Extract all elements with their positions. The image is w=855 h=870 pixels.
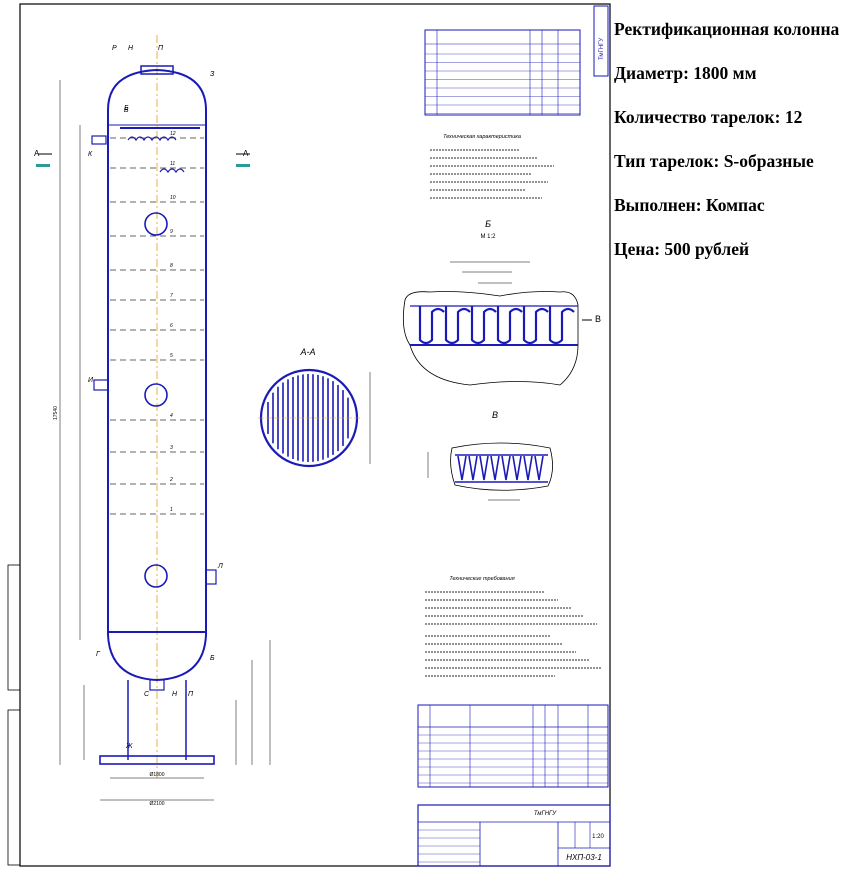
tech-char-title: Техническая характеристика bbox=[443, 134, 521, 140]
nozzle-label: Р bbox=[112, 45, 117, 52]
tray-number: 2 bbox=[169, 477, 173, 483]
dimensions-bottom: Ø2100 Ø1800 bbox=[100, 772, 214, 807]
drawing-sheet: ТмГНГУ Техническая характеристика bbox=[7, 3, 611, 867]
nozzle-label: Н bbox=[172, 691, 178, 698]
tray-number: 1 bbox=[170, 507, 173, 513]
nozzle-label: Б bbox=[124, 105, 129, 112]
dimensions-left: 17540 bbox=[53, 80, 85, 765]
info-trays: Количество тарелок: 12 bbox=[614, 107, 803, 127]
spec-table bbox=[417, 704, 609, 788]
nozzle-label: Ж bbox=[125, 743, 133, 750]
corner-stamp bbox=[593, 5, 609, 77]
svg-text:А-А: А-А bbox=[299, 347, 315, 357]
nozzle-label: П bbox=[158, 45, 164, 52]
section-marker-left: А bbox=[34, 149, 52, 167]
dim-total: 17540 bbox=[53, 406, 59, 420]
nozzle-label: З bbox=[210, 71, 215, 78]
dim-base: Ø2100 bbox=[149, 801, 164, 807]
tray-number: 11 bbox=[170, 161, 175, 167]
tray-number: 7 bbox=[170, 293, 173, 299]
info-panel: Ректификационная колонна Диаметр: 1800 м… bbox=[614, 18, 852, 260]
nozzle-label: П bbox=[188, 691, 194, 698]
nozzle-label: Б bbox=[124, 107, 129, 114]
nozzle-label: С bbox=[144, 691, 150, 698]
detail-b: Б М 1:2 В bbox=[402, 219, 601, 386]
tray-number: 10 bbox=[170, 195, 176, 201]
info-tray-type: Тип тарелок: S-образные bbox=[614, 151, 814, 171]
tech-req-title: Технические требования bbox=[449, 576, 514, 582]
info-made-in: Выполнен: Компас bbox=[614, 195, 765, 215]
tray-number: 9 bbox=[170, 229, 173, 235]
title-block-name: ТмГНГУ bbox=[534, 811, 557, 817]
section-a-a: А-А bbox=[258, 347, 371, 468]
tray-number: 3 bbox=[170, 445, 173, 451]
info-price: Цена: 500 рублей bbox=[614, 239, 750, 259]
nozzle-label: Г bbox=[96, 651, 101, 658]
margin-strip-bottom bbox=[7, 709, 21, 866]
svg-text:В: В bbox=[595, 314, 601, 324]
svg-text:М 1:2: М 1:2 bbox=[480, 234, 496, 240]
nozzle-label: Л bbox=[217, 563, 223, 570]
tray-number: 12 bbox=[170, 131, 176, 137]
tray-number: 6 bbox=[170, 323, 173, 329]
svg-text:А: А bbox=[34, 149, 40, 158]
nozzle-table bbox=[424, 29, 581, 116]
tech-characteristics: Техническая характеристика bbox=[430, 134, 554, 199]
sheet-frame bbox=[19, 3, 611, 867]
section-marker-right: А bbox=[236, 149, 250, 167]
svg-text:Б: Б bbox=[485, 219, 491, 229]
svg-text:В: В bbox=[492, 410, 498, 420]
title-block-scale: 1:20 bbox=[592, 834, 604, 840]
info-title: Ректификационная колонна bbox=[614, 19, 840, 39]
corner-stamp-text: ТмГНГУ bbox=[599, 38, 605, 60]
svg-text:А: А bbox=[243, 149, 249, 158]
tray-number: 4 bbox=[170, 413, 173, 419]
dim-skirt: Ø1800 bbox=[149, 772, 164, 778]
tray-number: 5 bbox=[170, 353, 173, 359]
info-diameter: Диаметр: 1800 мм bbox=[614, 63, 757, 83]
dimensions-right bbox=[235, 640, 271, 765]
tech-requirements: Технические требования bbox=[425, 576, 602, 677]
title-block: ТмГНГУ 1:20 НХП-03-1 bbox=[417, 804, 611, 867]
column-drawing: ТмГНГУ Техническая характеристика bbox=[7, 3, 611, 867]
nozzle-label: К bbox=[88, 151, 93, 158]
column-body: 12 11 10 9 8 7 6 5 4 3 2 1 bbox=[91, 35, 217, 778]
nozzle-label: Б bbox=[210, 655, 215, 662]
tray-number: 8 bbox=[170, 263, 173, 269]
margin-strip-top bbox=[7, 564, 21, 691]
nozzle-label: И bbox=[88, 377, 94, 384]
nozzle-label: Н bbox=[128, 45, 134, 52]
detail-v: В bbox=[427, 410, 553, 501]
title-block-code: НХП-03-1 bbox=[566, 853, 602, 862]
